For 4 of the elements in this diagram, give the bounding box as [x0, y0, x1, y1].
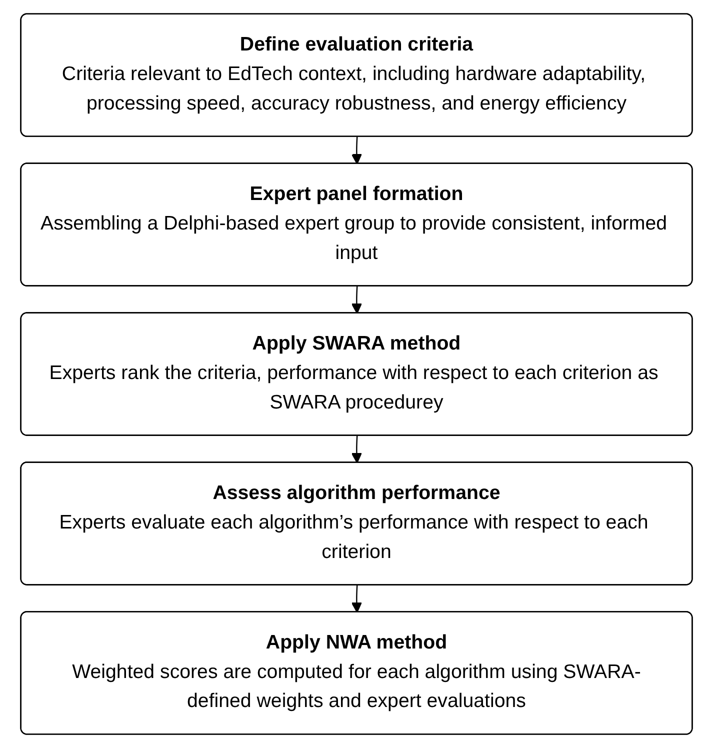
arrow: [351, 435, 362, 463]
arrow: [351, 584, 362, 612]
arrow: [351, 136, 362, 164]
arrow: [351, 286, 362, 314]
